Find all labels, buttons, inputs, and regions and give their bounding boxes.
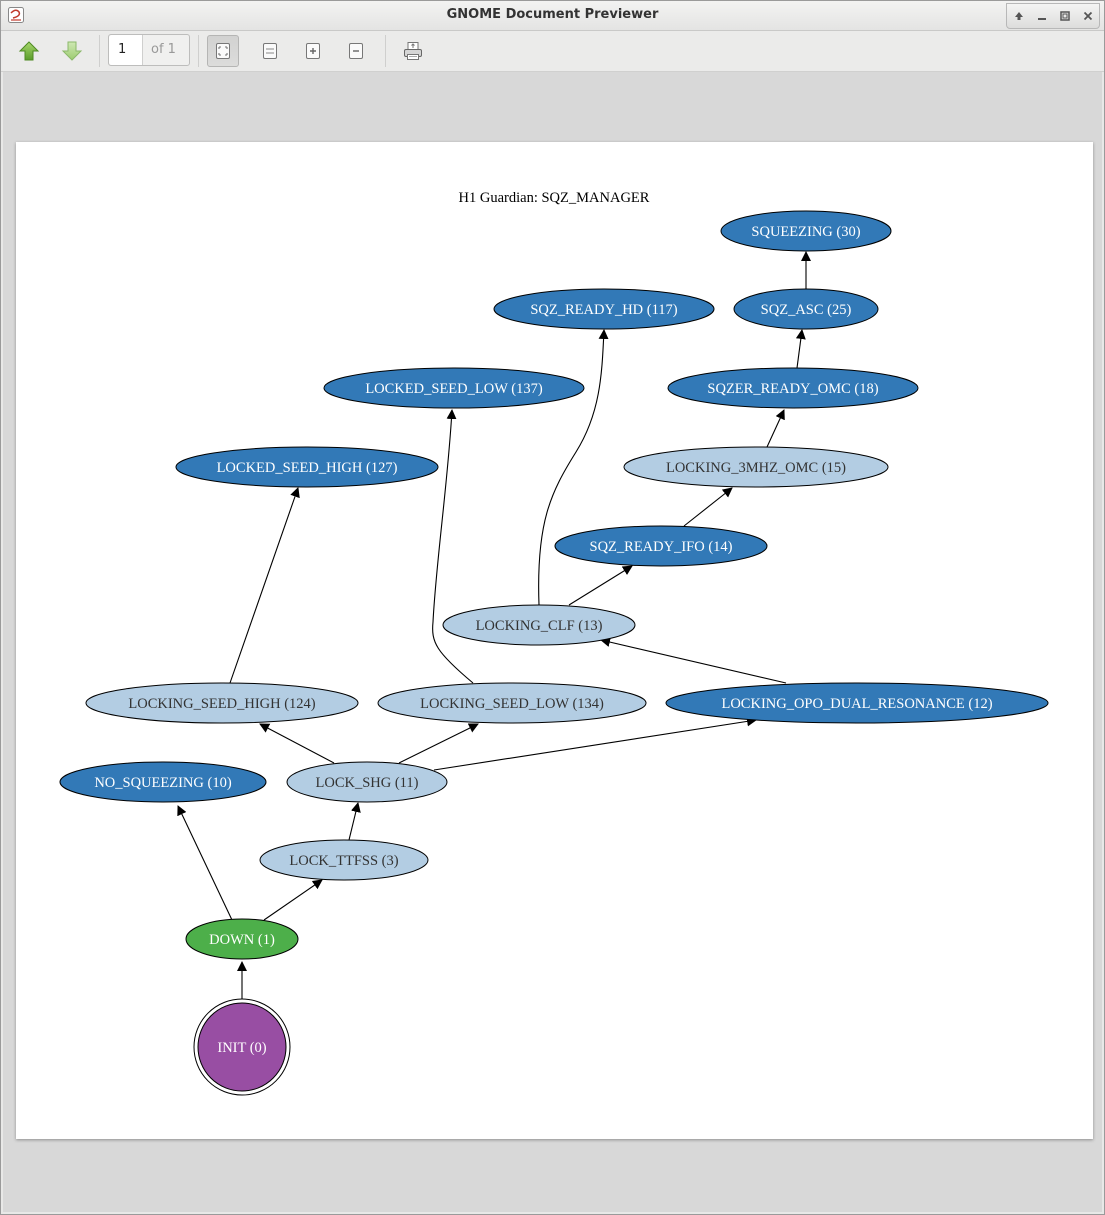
keep-above-icon[interactable] <box>1011 8 1027 24</box>
edge-sqzer-ready-omc-sqz-asc <box>795 329 806 369</box>
node-sqz-asc: SQZ_ASC (25) <box>733 288 879 330</box>
svg-text:LOCKED_SEED_LOW (137): LOCKED_SEED_LOW (137) <box>365 381 543 397</box>
document-viewer-app-icon <box>8 7 24 23</box>
edge-locking-seed-low-locked-seed-low <box>432 409 474 684</box>
edge-lock-shg-locking-seed-high <box>259 723 335 764</box>
window-controls <box>1006 3 1100 29</box>
node-locking-3mhz-omc: LOCKING_3MHZ_OMC (15) <box>623 446 889 488</box>
node-init: INIT (0) <box>193 998 291 1096</box>
window-title: GNOME Document Previewer <box>446 7 659 22</box>
edge-down-lock-ttfss <box>263 879 323 921</box>
zoom-in-icon <box>306 43 320 59</box>
edge-lock-ttfss-lock-shg <box>348 802 361 841</box>
svg-text:SQZER_READY_OMC (18): SQZER_READY_OMC (18) <box>707 381 878 397</box>
node-sqzer-ready-omc: SQZER_READY_OMC (18) <box>667 367 919 409</box>
svg-text:LOCKING_3MHZ_OMC (15): LOCKING_3MHZ_OMC (15) <box>666 460 846 476</box>
svg-text:LOCKING_SEED_LOW (134): LOCKING_SEED_LOW (134) <box>420 696 604 712</box>
svg-text:LOCK_SHG (11): LOCK_SHG (11) <box>316 775 419 791</box>
edge-locking-clf-sqz-ready-hd <box>538 329 609 606</box>
node-locking-opo-dual-resonance: LOCKING_OPO_DUAL_RESONANCE (12) <box>665 682 1049 724</box>
graph-edges <box>177 251 811 999</box>
node-down: DOWN (1) <box>185 918 299 960</box>
svg-text:SQZ_ASC (25): SQZ_ASC (25) <box>761 302 852 318</box>
edge-locking-3mhz-omc-sqzer-ready-omc <box>766 409 785 448</box>
node-squeezing: SQUEEZING (30) <box>720 210 892 252</box>
document-page: H1 Guardian: SQZ_MANAGER <box>16 142 1093 1139</box>
node-locking-clf: LOCKING_CLF (13) <box>442 604 636 646</box>
toolbar-separator <box>99 35 100 67</box>
page-selector: 1 of 1 <box>108 34 190 66</box>
edge-sqz-ready-ifo-locking-3mhz-omc <box>683 487 733 527</box>
edge-lock-shg-locking-seed-low <box>398 723 479 764</box>
node-sqz-ready-ifo: SQZ_READY_IFO (14) <box>554 525 768 567</box>
go-up-icon <box>18 41 40 61</box>
node-sqz-ready-hd: SQZ_READY_HD (117) <box>493 288 715 330</box>
edge-locking-opo-locking-clf <box>600 637 787 684</box>
svg-text:SQZ_READY_IFO (14): SQZ_READY_IFO (14) <box>590 539 733 555</box>
print-icon <box>404 42 422 60</box>
node-locking-seed-low: LOCKING_SEED_LOW (134) <box>377 682 647 724</box>
fit-width-button[interactable] <box>254 35 286 67</box>
zoom-out-icon <box>349 43 363 59</box>
page-count-label: of 1 <box>151 42 176 57</box>
node-locked-seed-low: LOCKED_SEED_LOW (137) <box>323 367 585 409</box>
best-fit-icon <box>216 43 230 59</box>
page-number-input[interactable]: 1 <box>109 35 143 65</box>
best-fit-button[interactable] <box>207 35 239 67</box>
svg-text:LOCKED_SEED_HIGH (127): LOCKED_SEED_HIGH (127) <box>217 460 398 476</box>
print-button[interactable] <box>397 35 429 67</box>
svg-text:DOWN (1): DOWN (1) <box>209 932 275 948</box>
next-page-button[interactable] <box>56 35 88 67</box>
previous-page-button[interactable] <box>13 35 45 67</box>
edge-locking-clf-sqz-ready-ifo <box>568 565 633 606</box>
zoom-in-button[interactable] <box>297 35 329 67</box>
zoom-out-button[interactable] <box>340 35 372 67</box>
toolbar: 1 of 1 <box>1 31 1104 72</box>
svg-text:LOCK_TTFSS (3): LOCK_TTFSS (3) <box>289 853 398 869</box>
diagram-title: H1 Guardian: SQZ_MANAGER <box>459 190 650 206</box>
node-locking-seed-high: LOCKING_SEED_HIGH (124) <box>85 682 359 724</box>
svg-text:INIT (0): INIT (0) <box>217 1040 266 1056</box>
svg-text:SQZ_READY_HD (117): SQZ_READY_HD (117) <box>530 302 677 318</box>
node-lock-shg: LOCK_SHG (11) <box>286 761 448 803</box>
svg-text:LOCKING_SEED_HIGH (124): LOCKING_SEED_HIGH (124) <box>128 696 315 712</box>
minimize-icon[interactable] <box>1034 8 1050 24</box>
svg-text:LOCKING_OPO_DUAL_RESONANCE (12: LOCKING_OPO_DUAL_RESONANCE (12) <box>721 696 992 712</box>
title-bar[interactable]: GNOME Document Previewer <box>1 1 1104 31</box>
edge-locking-seed-high-locked-seed-high <box>229 487 300 684</box>
node-locked-seed-high: LOCKED_SEED_HIGH (127) <box>175 446 439 488</box>
fit-width-icon <box>263 43 277 59</box>
node-no-squeezing: NO_SQUEEZING (10) <box>59 761 267 803</box>
maximize-icon[interactable] <box>1057 8 1073 24</box>
edge-down-no-squeezing <box>177 805 233 921</box>
close-icon[interactable] <box>1080 8 1096 24</box>
svg-text:LOCKING_CLF (13): LOCKING_CLF (13) <box>476 618 603 634</box>
document-view[interactable]: H1 Guardian: SQZ_MANAGER <box>3 72 1102 1212</box>
toolbar-separator <box>385 35 386 67</box>
toolbar-separator <box>198 35 199 67</box>
state-graph: H1 Guardian: SQZ_MANAGER <box>59 190 1049 1096</box>
go-down-icon <box>61 41 83 61</box>
svg-text:SQUEEZING (30): SQUEEZING (30) <box>751 224 860 240</box>
graph-nodes: INIT (0) DOWN (1) NO_SQUEEZING (10) LOCK… <box>59 210 1049 1096</box>
edge-lock-shg-locking-opo <box>433 716 757 771</box>
node-lock-ttfss: LOCK_TTFSS (3) <box>259 839 429 881</box>
svg-text:NO_SQUEEZING (10): NO_SQUEEZING (10) <box>94 775 231 791</box>
